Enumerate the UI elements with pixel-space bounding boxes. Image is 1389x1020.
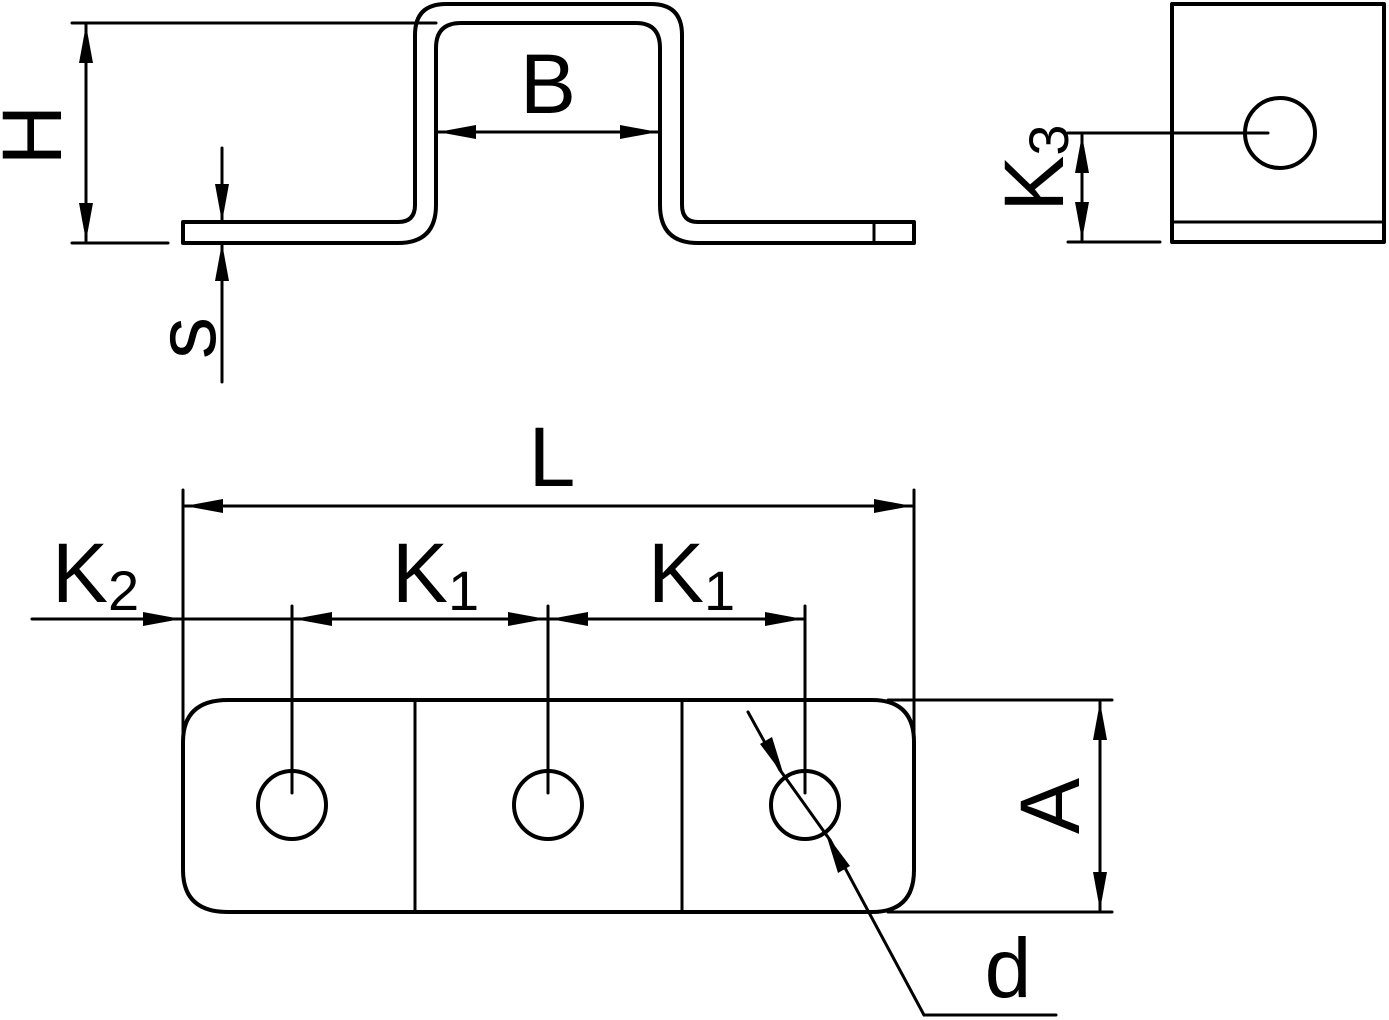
plan-view: L K2 K1 K1 A d [30, 410, 1114, 1017]
k1b-arrow-left [550, 612, 588, 626]
k1a-label: K1 [392, 526, 479, 622]
l-label: L [529, 410, 576, 504]
k2-label-sub: 2 [108, 559, 139, 622]
h-arrow-bottom [79, 203, 93, 241]
k2-arrow [143, 612, 181, 626]
k3-arrow-top [1075, 135, 1089, 173]
k3-label-main: K [987, 156, 1081, 212]
k1b-label-sub: 1 [704, 559, 735, 622]
k1a-label-main: K [392, 526, 448, 620]
h-label: H [0, 105, 79, 166]
b-label: B [520, 37, 576, 131]
side-view-outline [1170, 2, 1386, 244]
l-arrow-left [185, 499, 223, 513]
a-arrow-top [1093, 702, 1107, 740]
a-label: A [1003, 778, 1097, 834]
s-arrow-bottom [215, 243, 229, 281]
k3-label-sub: 3 [1017, 124, 1080, 155]
k1a-arrow-right [508, 612, 546, 626]
k1a-label-sub: 1 [448, 559, 479, 622]
l-arrow-right [874, 499, 912, 513]
s-arrow-top [215, 184, 229, 222]
s-label: s [139, 317, 233, 359]
d-leader-through [778, 768, 832, 842]
d-label: d [985, 921, 1032, 1015]
plan-view-outline [181, 698, 916, 914]
h-arrow-top [79, 25, 93, 63]
d-arrow-bottom [826, 834, 850, 873]
b-arrow-right [620, 125, 658, 139]
k2-label-main: K [52, 526, 108, 620]
strap-profile-outer [181, 2, 916, 245]
k1b-label-main: K [648, 526, 704, 620]
k3-arrow-bottom [1075, 202, 1089, 240]
d-arrow-top [760, 737, 784, 776]
k2-label: K2 [52, 526, 139, 622]
k1a-arrow-left [294, 612, 332, 626]
k3-label: K3 [987, 124, 1081, 211]
k1b-arrow-right [765, 612, 803, 626]
a-arrow-bottom [1093, 872, 1107, 910]
side-view: K3 [987, 2, 1386, 244]
front-view: H B s [0, 2, 916, 384]
b-arrow-left [438, 125, 476, 139]
d-leader-bottom [828, 838, 926, 1017]
k1b-label: K1 [648, 526, 735, 622]
